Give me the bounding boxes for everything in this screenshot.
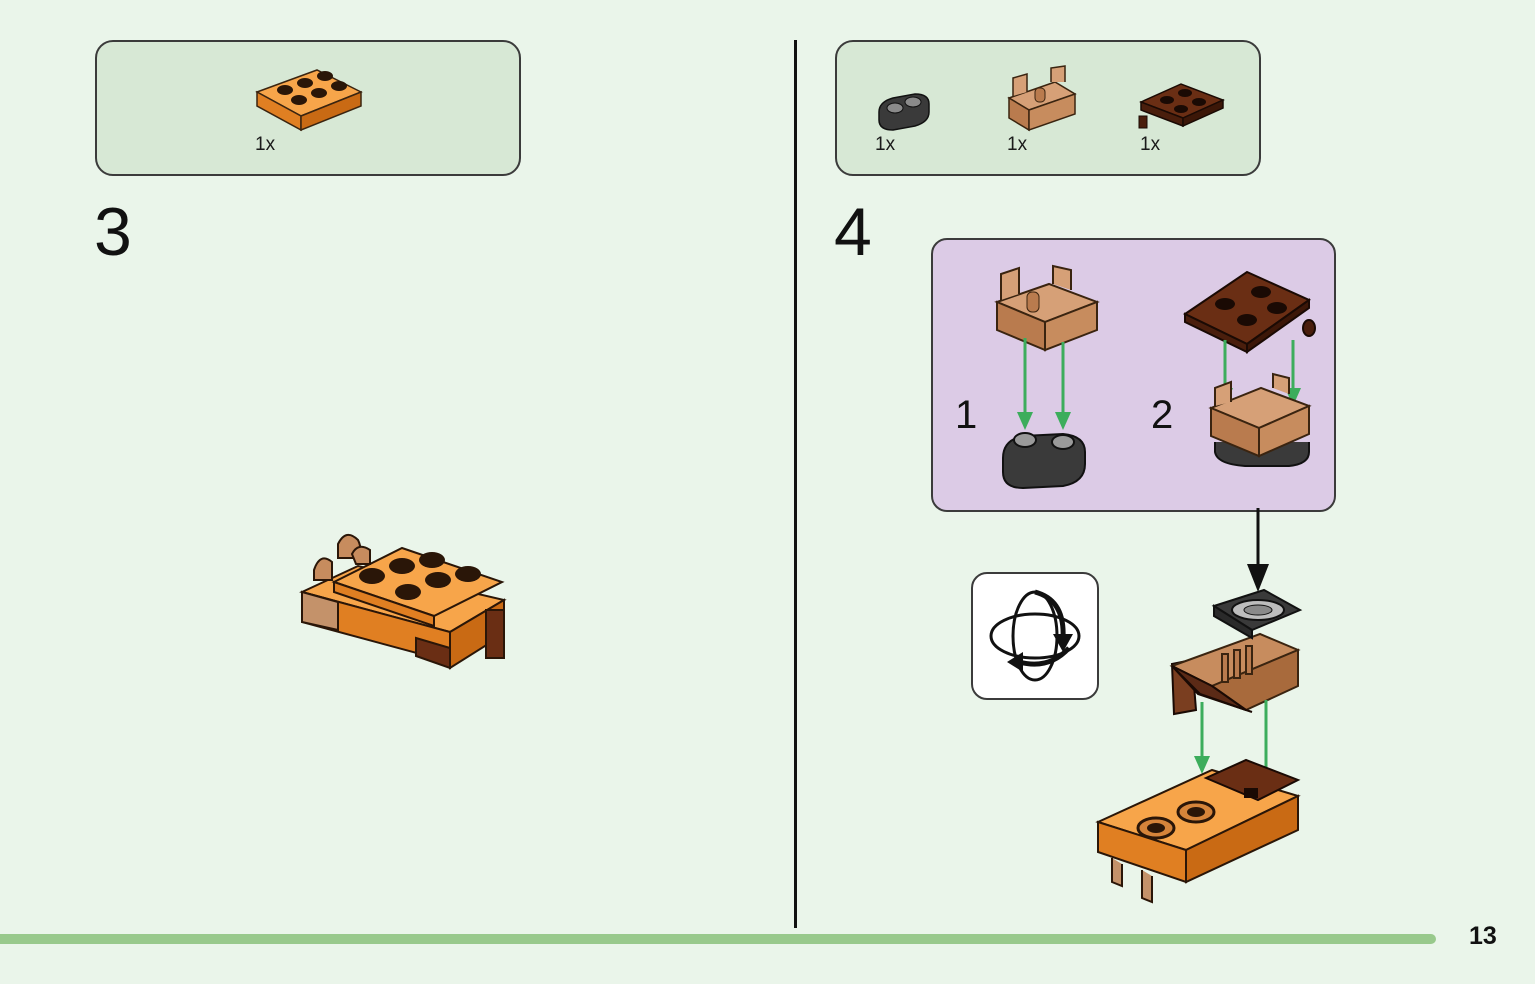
part-qty: 1x <box>255 134 276 155</box>
sub-step-2-illustration <box>1183 270 1316 467</box>
down-arrow-icon <box>1247 508 1269 592</box>
sub-step-1-illustration <box>994 264 1100 490</box>
page-divider <box>794 40 797 928</box>
step-4-assembly-illustration <box>1095 588 1303 904</box>
progress-bar <box>0 934 1436 944</box>
brown-plate-2x2-pin-icon <box>1138 83 1225 129</box>
rotate-model-box <box>971 572 1099 700</box>
parts-box-step-3: 1x <box>95 40 521 176</box>
parts-box-step-4: 1x 1x 1x <box>835 40 1261 176</box>
orange-plate-2x3-icon <box>255 69 363 132</box>
step-number-3: 3 <box>94 194 132 270</box>
page-number: 13 <box>1469 922 1497 950</box>
step-3-assembly-illustration <box>299 533 507 670</box>
step-number-4: 4 <box>834 194 872 270</box>
tan-hinge-icon <box>1007 65 1077 132</box>
rotate-icon <box>989 589 1081 682</box>
sub-steps-box: 1 2 <box>931 238 1336 512</box>
sub-step-number-1: 1 <box>955 393 978 437</box>
sub-step-number-2: 2 <box>1151 393 1174 437</box>
black-plate-1x2-rounded-icon <box>878 93 930 131</box>
part-qty: 1x <box>1140 134 1161 155</box>
part-qty: 1x <box>875 134 896 155</box>
part-qty: 1x <box>1007 134 1028 155</box>
